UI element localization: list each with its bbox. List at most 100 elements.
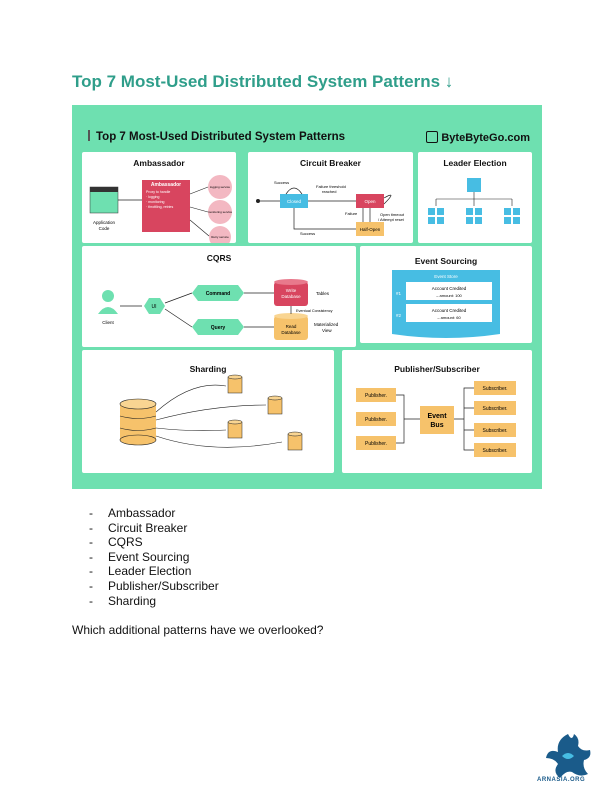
ambassador-box-title: Ambassador xyxy=(151,182,181,188)
subscriber-label-2: Subscriber. xyxy=(482,406,507,412)
query-hexagon xyxy=(192,319,244,335)
closed-label: Closed xyxy=(287,199,302,204)
event-bus-box xyxy=(420,406,454,434)
leader-links xyxy=(435,192,513,206)
halfopen-to-closed-arrow xyxy=(293,208,356,230)
app-label-1: Application xyxy=(93,220,116,225)
publisher-label-3: Publisher. xyxy=(365,441,387,447)
leader-election-diagram xyxy=(428,178,520,224)
list-item: CQRS xyxy=(89,535,219,550)
write-db-top xyxy=(274,279,308,285)
shard-database-icon-3 xyxy=(227,419,243,439)
tables-label: Tables xyxy=(316,291,330,296)
panel-sharding: Sharding xyxy=(82,350,334,473)
ui-label: UI xyxy=(152,304,157,310)
ui-to-query-arrow xyxy=(164,308,193,328)
event-bus-label-1: Event xyxy=(427,413,447,420)
subscriber-label-4: Subscriber. xyxy=(482,448,507,454)
list-item: Sharding xyxy=(89,594,219,609)
panel-title: Ambassador xyxy=(133,158,185,168)
write-db-label-2: Database xyxy=(281,294,301,299)
arnasia-logo-icon xyxy=(546,734,591,778)
bus-to-subscriber-arrows xyxy=(454,387,474,451)
event-bus-label-2: Bus xyxy=(430,422,443,429)
closed-state-box xyxy=(280,194,308,208)
publisher-box-2 xyxy=(356,412,396,426)
panel-title: Publisher/Subscriber xyxy=(394,364,480,374)
client-body-icon xyxy=(98,307,118,314)
ambassador-line-2: · monitoring xyxy=(146,200,165,204)
shard-arrow-1 xyxy=(155,384,227,413)
retry-service-label: Retry service xyxy=(211,235,229,239)
half-open-label: Half-Open xyxy=(360,227,381,232)
panel-cqrs: CQRS Client UI Command Query Write Datab… xyxy=(82,246,356,347)
shard-arrow-4 xyxy=(155,435,283,448)
ambassador-line-0: Proxy to handle xyxy=(146,190,170,194)
shard-arrow-3 xyxy=(155,427,227,431)
patterns-infographic: Top 7 Most-Used Distributed System Patte… xyxy=(72,105,542,489)
circuit-breaker-diagram: Closed Open Half-Open Success Failure th… xyxy=(256,180,405,236)
client-label: Client xyxy=(102,320,114,325)
subscriber-label-1: Subscriber. xyxy=(482,386,507,392)
ui-to-command-arrow xyxy=(164,292,193,304)
shard-database-icon-2 xyxy=(267,395,283,415)
event-name-2: Account Credited xyxy=(432,308,467,313)
success-bottom-label: Success xyxy=(300,231,315,236)
event-card-1 xyxy=(406,282,492,300)
closed-self-loop xyxy=(285,187,303,195)
start-dot xyxy=(256,199,260,203)
ui-hexagon xyxy=(144,298,165,314)
publisher-box-3 xyxy=(356,436,396,450)
command-label: Command xyxy=(206,291,230,297)
ambassador-line-3: · throttling, retries xyxy=(146,205,173,209)
publisher-box-1 xyxy=(356,388,396,402)
brand-text: ByteByteGo.com xyxy=(441,132,530,144)
logo-wordmark: ARNASIA.ORG xyxy=(537,777,586,783)
event-name-1: Account Credited xyxy=(432,286,467,291)
panel-event-sourcing: Event Sourcing Event Store #1 #2 Account… xyxy=(360,246,532,343)
monitoring-service-label: monitoring service xyxy=(208,210,233,214)
open-self-loop xyxy=(383,194,392,205)
panel-leader-election: Leader Election xyxy=(418,152,532,243)
write-database-cylinder xyxy=(274,282,308,306)
app-label-2: Code xyxy=(99,226,110,231)
open-label: Open xyxy=(364,199,376,204)
list-item: Event Sourcing xyxy=(89,550,219,565)
logging-service-label: logging service xyxy=(210,185,230,189)
leader-node xyxy=(467,178,481,192)
subscriber-box-2 xyxy=(474,401,516,415)
panel-pubsub: Publisher/Subscriber Publisher. Publishe… xyxy=(342,350,532,473)
open-state-box xyxy=(356,194,384,208)
ambassador-diagram: Application Code Ambassador Proxy to han… xyxy=(89,175,233,243)
subscriber-box-3 xyxy=(474,423,516,437)
main-database-icon xyxy=(119,398,157,446)
panel-title: Circuit Breaker xyxy=(300,158,361,168)
read-db-label-1: Read xyxy=(286,324,297,329)
event-id-2: #2 xyxy=(396,313,402,318)
app-window-bar xyxy=(90,187,118,192)
query-label: Query xyxy=(211,325,226,331)
failure-threshold-2: reached xyxy=(322,189,336,194)
subscriber-box-1 xyxy=(474,381,516,395)
list-item: Leader Election xyxy=(89,564,219,579)
client-head-icon xyxy=(102,290,114,302)
arrow-logging xyxy=(189,186,209,195)
event-card-2 xyxy=(406,304,492,322)
follower-group-right xyxy=(504,208,520,224)
panel-title: Event Sourcing xyxy=(414,256,478,266)
panel-title: Sharding xyxy=(189,364,227,374)
ambassador-line-1: · logging xyxy=(146,195,159,199)
event-id-1: #1 xyxy=(396,291,402,296)
event-amount-2: – amount: 60 xyxy=(437,315,461,320)
ambassador-box xyxy=(142,180,190,232)
command-hexagon xyxy=(192,285,244,301)
list-item: Ambassador xyxy=(89,506,219,521)
failure-label: Failure xyxy=(345,211,358,216)
arrow-monitoring xyxy=(189,206,209,213)
follower-group-middle xyxy=(466,208,482,224)
panel-title: CQRS xyxy=(206,253,232,263)
list-item: Publisher/Subscriber xyxy=(89,579,219,594)
retry-service-node xyxy=(209,226,231,243)
page-title: Top 7 Most-Used Distributed System Patte… xyxy=(72,72,454,91)
success-top-label: Success xyxy=(274,180,289,185)
